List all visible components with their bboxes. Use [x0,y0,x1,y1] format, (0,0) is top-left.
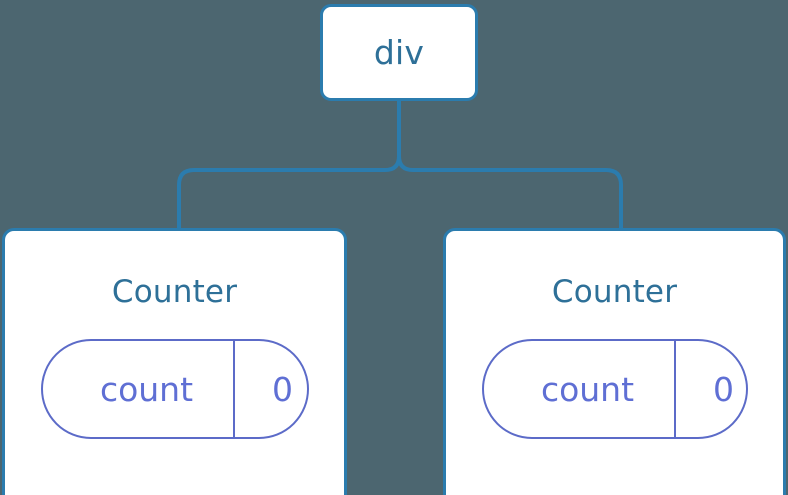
state-key-left: count [99,369,194,409]
connector-branch-left [177,155,401,230]
state-value-right: 0 [713,369,734,409]
node-div[interactable]: div [320,4,478,101]
state-pill-right[interactable]: count 0 [481,339,748,439]
node-counter-left[interactable]: Counter count 0 [2,228,347,495]
state-pill-divider-right [673,341,676,437]
node-counter-right-label: Counter [551,274,678,310]
state-pill-left[interactable]: count 0 [40,339,309,439]
state-key-right: count [540,369,635,409]
state-value-left: 0 [272,369,293,409]
node-div-label: div [373,33,425,72]
node-counter-right[interactable]: Counter count 0 [443,228,786,495]
connector-branch-right [397,155,623,230]
node-counter-left-label: Counter [111,274,238,310]
state-pill-divider-left [232,341,235,437]
